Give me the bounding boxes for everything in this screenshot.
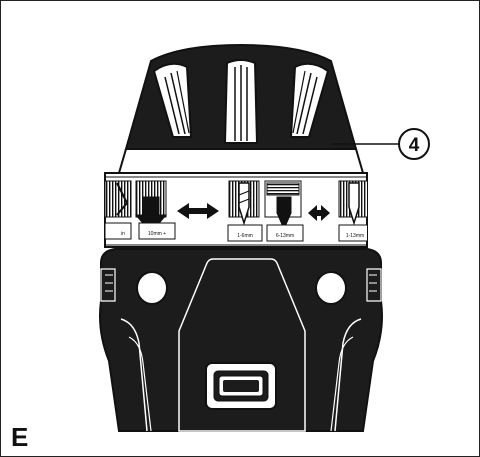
mode-icon-1-6mm <box>228 180 260 226</box>
label-box-6-13mm <box>266 224 304 242</box>
panel-letter: E <box>11 422 28 452</box>
side-clip-right <box>315 271 347 305</box>
callout-4: 4 <box>331 128 430 160</box>
band-label-1-6mm: 1-6mm <box>237 233 253 239</box>
band-label-partial: in <box>121 231 125 237</box>
label-box-10mm <box>138 222 176 240</box>
band-label-1-13mm: 1-13mm <box>346 233 364 239</box>
grip-rib-right <box>289 62 330 138</box>
label-box-1-13mm <box>338 224 367 242</box>
mode-selector-band: 10mm + 1-6mm 6-13mm 1-13mm in <box>104 172 368 248</box>
mode-icon-partial-left <box>105 180 132 240</box>
double-arrow-icon <box>177 203 219 219</box>
label-box-1-6mm <box>227 224 263 242</box>
double-arrow-small-icon <box>308 205 330 221</box>
chuck-grip <box>117 43 365 174</box>
drill-body <box>99 248 383 432</box>
grip-rib-left <box>152 62 193 138</box>
mode-icon-1-13mm <box>338 180 367 226</box>
side-clip-left <box>136 271 168 305</box>
band-label-10mm: 10mm + <box>148 231 166 237</box>
band-label-6-13mm: 6-13mm <box>276 233 294 239</box>
mode-icon-6-13mm <box>264 180 302 231</box>
callout-number: 4 <box>409 135 420 156</box>
grip-rib-center <box>223 59 259 144</box>
